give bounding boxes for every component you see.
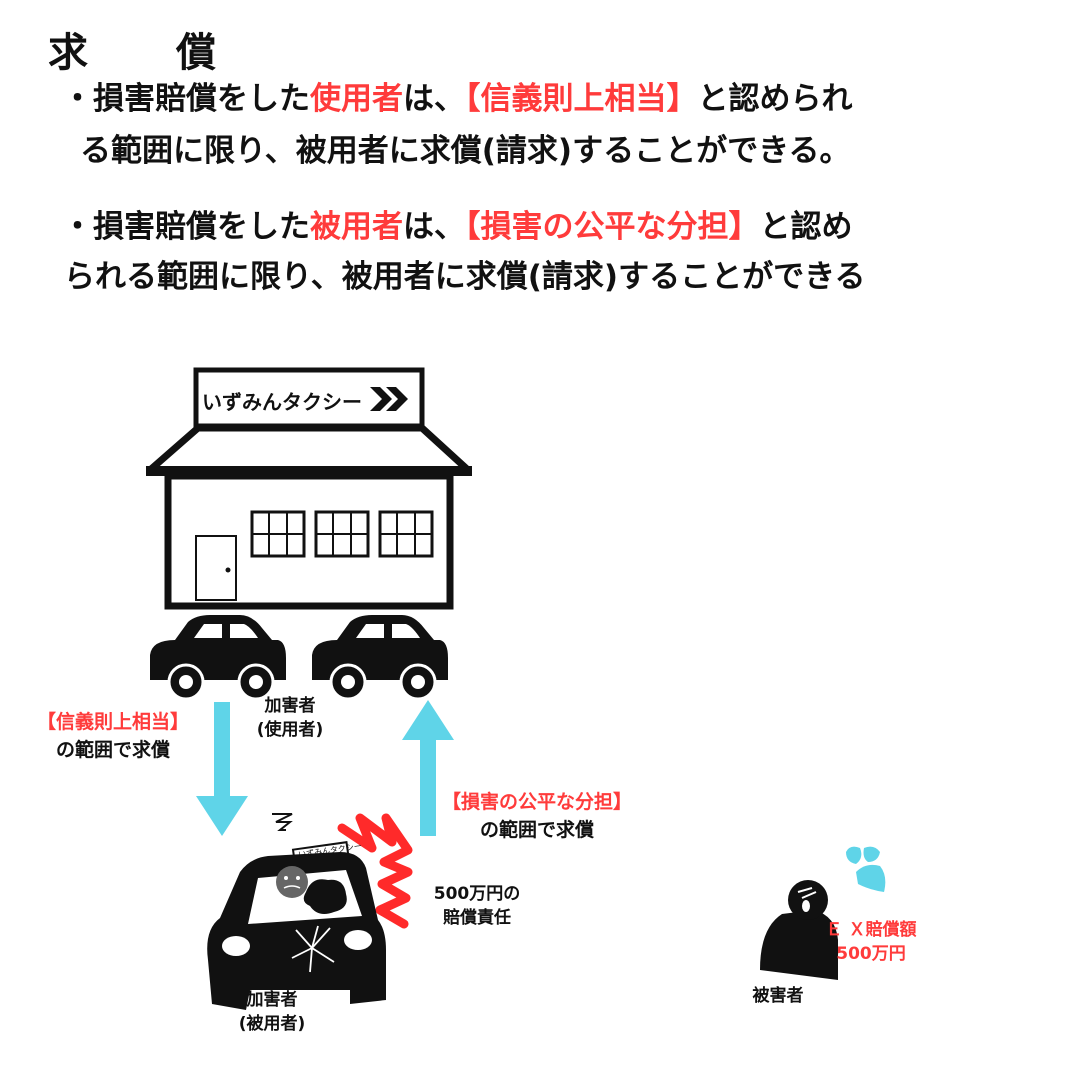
employee-label: 加害者 (被用者) [232, 988, 312, 1036]
rule-employee-line2: られる範囲に限り、被用者に求償(請求)することができる [64, 259, 866, 295]
rule-employer-bullet: ・損害賠償をした [62, 81, 310, 117]
right-arrow-label-bracket: 【損害の公平な分担】 [441, 791, 632, 813]
right-arrow-label: 【損害の公平な分担】 の範囲で求償 [422, 788, 652, 844]
crash-zigzag [337, 813, 413, 929]
right-arrow-label-text: の範囲で求償 [479, 819, 594, 841]
rule-employee-bracket: 【損害の公平な分担】 [465, 209, 760, 245]
employer-label: 加害者 (使用者) [250, 694, 330, 742]
employer-label-line2: (使用者) [256, 720, 324, 740]
crashed-car-icon [207, 813, 386, 1010]
car-icon [312, 615, 448, 701]
rule-employer: ・損害賠償をした使用者は、【信義則上相当】と認められ [62, 76, 853, 122]
page-title: 求 償 [48, 30, 240, 76]
victim-person-icon [760, 880, 838, 980]
employer-label-line1: 加害者 [264, 696, 316, 716]
rule-employee-end: と認め [759, 209, 853, 245]
left-arrow-label-text: の範囲で求償 [55, 739, 170, 761]
employee-label-line1: 加害者 [246, 990, 298, 1010]
liability-label-line2: 賠償責任 [443, 908, 511, 928]
recourse-down-arrow [196, 702, 248, 836]
left-arrow-label-bracket: 【信義則上相当】 [36, 711, 189, 733]
liability-label: 500万円の 賠償責任 [424, 882, 530, 930]
rule-employer-line2: る範囲に限り、被用者に求償(請求)することができる。 [80, 133, 851, 169]
rule-employer-subject: 使用者 [310, 81, 403, 117]
left-arrow-label: 【信義則上相当】 の範囲で求償 [18, 708, 208, 764]
rule-employer-bracket: 【信義則上相当】 [465, 81, 698, 117]
example-label-line1: Ｅ Ｘ賠償額 [825, 920, 917, 940]
example-label: Ｅ Ｘ賠償額 500万円 [816, 918, 926, 966]
recourse-up-arrow [402, 700, 454, 836]
company-sign-text: いずみんタクシー [202, 390, 362, 414]
rule-employee-bullet: ・損害賠償をした [62, 209, 310, 245]
car-icon [150, 615, 286, 701]
rule-employer-end: と認められ [697, 81, 853, 117]
rule-employer-mid: は、 [403, 81, 465, 117]
liability-label-line1: 500万円の [433, 884, 521, 904]
victim-label: 被害者 [752, 986, 804, 1006]
rule-employee-subject: 被用者 [310, 209, 403, 245]
double-chevron-icon [370, 387, 408, 411]
employee-label-line2: (被用者) [238, 1014, 306, 1034]
rule-employee: ・損害賠償をした被用者は、【損害の公平な分担】と認め [62, 204, 853, 250]
sweat-drops-icon [846, 846, 886, 892]
example-label-line2: 500万円 [836, 944, 906, 964]
rule-employee-mid: は、 [403, 209, 465, 245]
building-icon [146, 367, 472, 610]
